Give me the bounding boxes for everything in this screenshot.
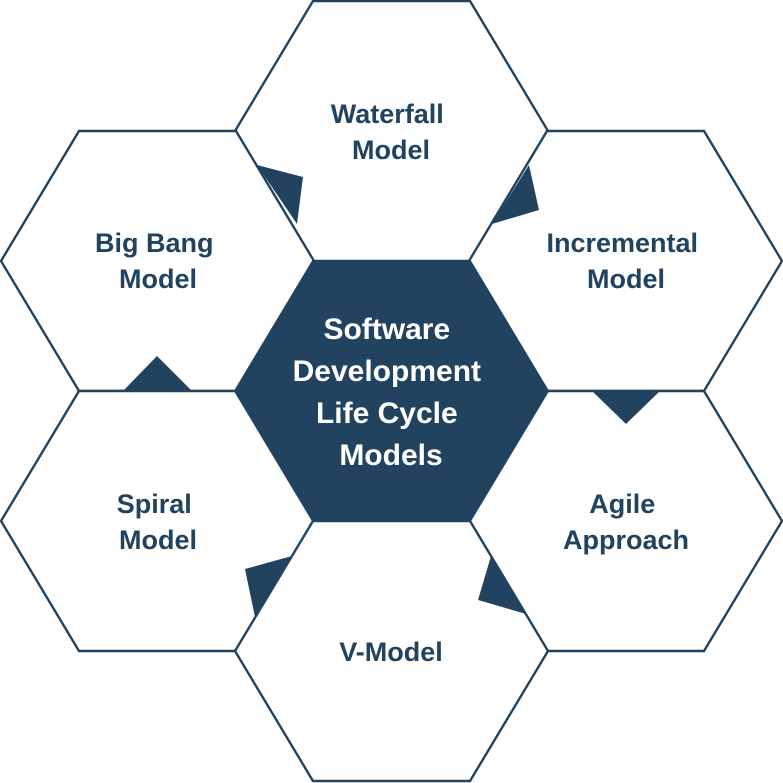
waterfall-label-line-1: Waterfall	[331, 99, 444, 129]
incremental-label-line-2: Model	[587, 264, 665, 294]
connector-tab-spiral-to-bigbang	[123, 356, 192, 391]
connector-tab-incremental-to-agile	[592, 391, 660, 424]
spiral-label: Spiral Model	[117, 489, 200, 555]
v-model-label: V-Model	[339, 637, 443, 667]
hex-spiral: Spiral Model	[0, 389, 316, 653]
big-bang-label-line-1: Big Bang	[95, 228, 214, 258]
agile-label-line-1: Agile	[589, 489, 655, 519]
connector-tab-vmodel-to-spiral	[245, 556, 292, 617]
center-title-line-4: Models	[339, 439, 442, 472]
hex-big-bang: Big Bang Model	[0, 129, 316, 393]
hex-incremental: Incremental Model	[467, 129, 783, 393]
big-bang-label: Big Bang Model	[95, 228, 221, 294]
incremental-label-line-1: Incremental	[546, 228, 698, 258]
hex-center-shape	[233, 260, 550, 522]
agile-label: Agile Approach	[563, 489, 689, 555]
center-title-line-3: Life Cycle	[316, 397, 458, 430]
hex-center: Software Development Life Cycle Models	[233, 260, 550, 522]
connector-tab-bigbang-to-waterfall	[257, 165, 303, 224]
center-title-line-2: Development	[293, 355, 481, 388]
center-title: Software Development Life Cycle Models	[293, 313, 490, 472]
waterfall-label-line-2: Model	[352, 135, 430, 165]
waterfall-label: Waterfall Model	[331, 99, 452, 165]
connector-tab-agile-to-vmodel	[478, 556, 526, 614]
spiral-label-line-2: Model	[119, 525, 197, 555]
big-bang-label-line-2: Model	[119, 264, 197, 294]
spiral-label-line-1: Spiral	[117, 489, 192, 519]
connector-tab-waterfall-to-incremental	[492, 165, 539, 224]
agile-label-line-2: Approach	[563, 525, 689, 555]
v-model-label-line-1: V-Model	[339, 637, 443, 667]
incremental-label: Incremental Model	[546, 228, 705, 294]
center-title-line-1: Software	[323, 313, 450, 346]
hex-agile: Agile Approach	[467, 389, 783, 653]
